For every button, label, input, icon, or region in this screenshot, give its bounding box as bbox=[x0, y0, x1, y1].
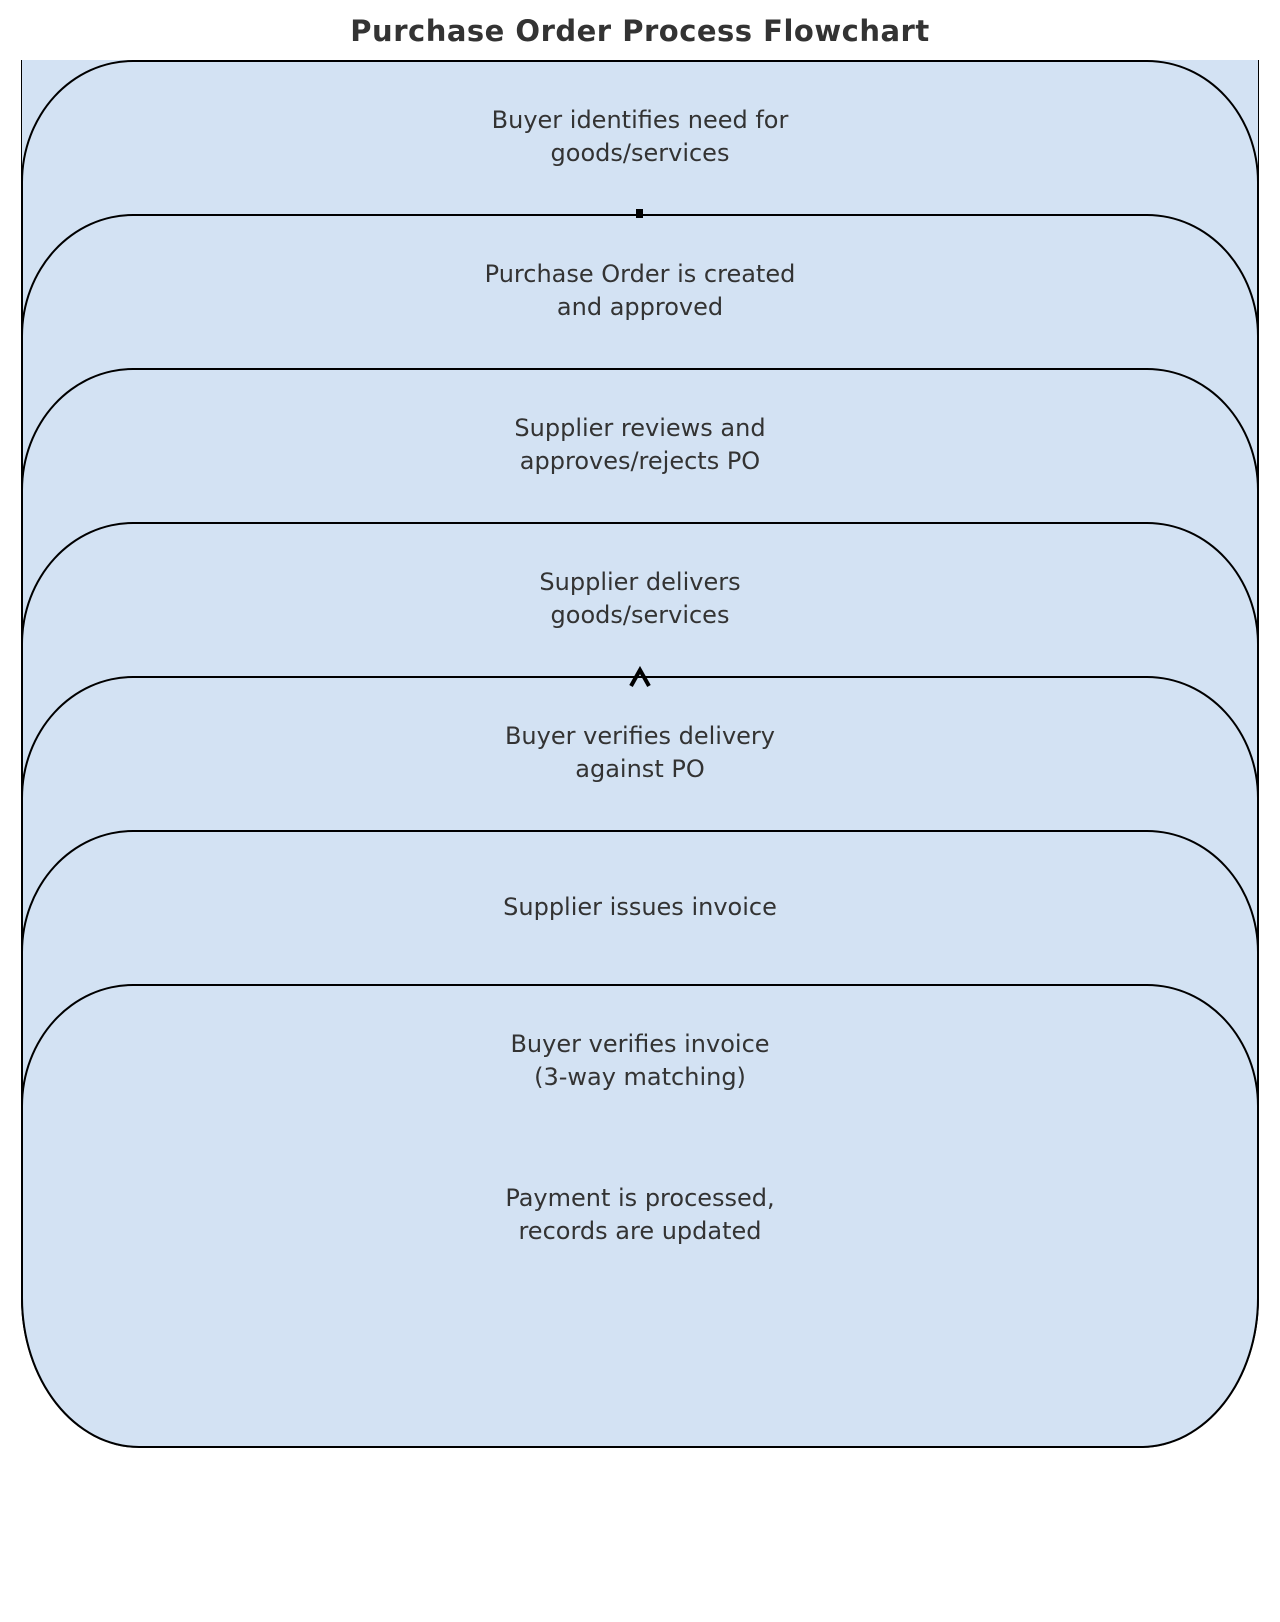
step-label-line: Buyer verifies delivery bbox=[504, 722, 776, 750]
step-label-1: Buyer identifies need for goods/services bbox=[21, 60, 1259, 214]
step-label-7: Buyer verifies invoice (3-way matching) bbox=[21, 984, 1259, 1138]
process-step-box-7 bbox=[21, 984, 1259, 1448]
step-label-line: Purchase Order is created bbox=[484, 260, 796, 288]
step-label-4: Supplier delivers goods/services bbox=[21, 522, 1259, 676]
step-label-line: goods/services bbox=[550, 139, 730, 167]
arrowhead-icon bbox=[629, 666, 651, 687]
step-label-line: against PO bbox=[575, 755, 705, 783]
chart-title: Purchase Order Process Flowchart bbox=[350, 14, 930, 48]
arrow-stub-dot-icon bbox=[636, 209, 643, 218]
step-label-2: Purchase Order is created and approved bbox=[21, 214, 1259, 368]
step-label-line: Supplier reviews and bbox=[514, 414, 766, 442]
step-label-6: Supplier issues invoice bbox=[21, 830, 1259, 984]
step-label-line: Supplier delivers bbox=[539, 568, 741, 596]
step-label-line: Buyer verifies invoice bbox=[510, 1030, 770, 1058]
step-label-line: Supplier issues invoice bbox=[503, 892, 777, 921]
step-label-5: Buyer verifies delivery against PO bbox=[21, 676, 1259, 830]
step-label-line: approves/rejects PO bbox=[519, 447, 761, 475]
step-label-line: goods/services bbox=[550, 601, 730, 629]
step-label-line: and approved bbox=[556, 293, 724, 321]
step-label-3: Supplier reviews and approves/rejects PO bbox=[21, 368, 1259, 522]
step-label-line: Buyer identifies need for bbox=[491, 106, 789, 134]
step-label-8: Payment is processed, records are update… bbox=[21, 1138, 1259, 1292]
step-label-line: records are updated bbox=[518, 1217, 762, 1245]
step-label-line: Payment is processed, bbox=[505, 1184, 775, 1212]
step-label-line: (3-way matching) bbox=[534, 1063, 746, 1091]
